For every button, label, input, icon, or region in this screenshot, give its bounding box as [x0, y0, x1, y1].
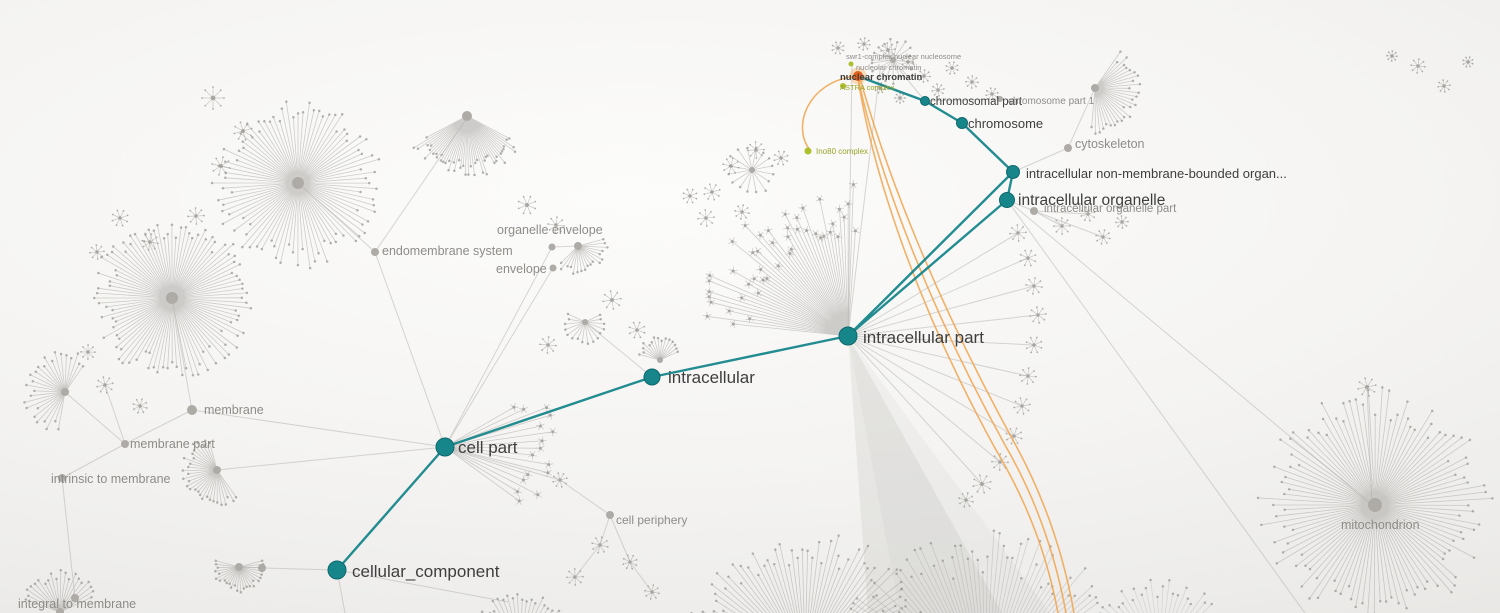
highlight-edge-orange — [857, 77, 1067, 613]
graph-label[interactable]: intracellular part — [863, 328, 984, 347]
highlight-edge-orange — [857, 77, 1059, 613]
highlight-edge-orange — [859, 77, 1075, 613]
fan-rays — [94, 224, 251, 376]
graph-node-minor[interactable] — [121, 440, 129, 448]
graph-node-minor[interactable] — [187, 405, 197, 415]
fan-leaf-dots — [1101, 578, 1213, 609]
fan-rays — [1091, 51, 1141, 134]
graph-node-minor[interactable] — [1064, 144, 1072, 152]
graph-label[interactable]: Ino80 complex — [816, 147, 868, 156]
graph-label[interactable]: intracellular non-membrane-bounded organ… — [1026, 166, 1287, 181]
graph-node-chromosomal-part[interactable] — [920, 96, 930, 106]
star-cluster-rays — [80, 38, 1473, 599]
graph-label[interactable]: cellular_component — [352, 562, 500, 581]
graph-edges-gray — [61, 61, 1373, 613]
graph-label[interactable]: chromosomal part — [930, 96, 1023, 108]
fan-rays — [639, 337, 678, 361]
graph-label[interactable]: nuclear nucleosome — [894, 52, 961, 61]
selected-node[interactable] — [853, 71, 863, 81]
graph-node-chromosome[interactable] — [956, 117, 968, 129]
graph-label[interactable]: intracellular organelle — [1018, 192, 1165, 209]
graph-label[interactable]: swr1-complex — [846, 52, 893, 61]
graph-label[interactable]: membrane — [204, 403, 264, 417]
graph-label[interactable]: organelle envelope — [497, 223, 603, 237]
graph-label[interactable]: cytoskeleton — [1075, 137, 1145, 151]
fan-leaf-dots — [24, 568, 95, 601]
fan-rays — [702, 179, 860, 337]
graph-node-intracellular[interactable] — [643, 368, 661, 386]
graph-label[interactable]: intracellular — [668, 368, 755, 387]
graph-node-minor[interactable] — [606, 511, 614, 519]
cluster-hub-node[interactable] — [890, 57, 896, 63]
fan-leaf-dots — [563, 312, 606, 345]
graph-node-non-membrane-bounded-organelle[interactable] — [1006, 165, 1020, 179]
graph-node-cell-part[interactable] — [435, 437, 455, 457]
cluster-hub-node[interactable] — [749, 167, 755, 173]
highlighted-path-edges — [335, 75, 1015, 572]
graph-label[interactable]: intracellular organelle part — [1044, 203, 1177, 215]
highlight-node-green[interactable] — [840, 83, 846, 89]
fan-rays — [212, 101, 380, 269]
graph-node-cellular-component[interactable] — [327, 560, 347, 580]
fan-rays — [691, 535, 921, 613]
fan-rays — [564, 313, 605, 344]
graph-label[interactable]: integral to membrane — [18, 597, 136, 611]
highlight-node-green[interactable] — [804, 147, 812, 155]
fan-rays — [728, 147, 774, 193]
graph-node-minor[interactable] — [548, 243, 556, 251]
graph-label[interactable]: envelope — [496, 262, 547, 276]
graph-label[interactable]: cell part — [458, 438, 518, 457]
gray-beam — [848, 336, 1050, 613]
fan-rays — [481, 594, 560, 613]
fan-rays — [560, 238, 608, 274]
highlight-edge-orange — [801, 75, 857, 151]
graph-node-intracellular-part[interactable] — [838, 326, 858, 346]
graph-node-minor[interactable] — [371, 248, 379, 256]
fan-leaf-dots — [412, 136, 517, 177]
graph-label[interactable]: nuclear chromatin — [840, 72, 923, 83]
cluster-hub-node[interactable] — [462, 111, 472, 121]
graph-label[interactable]: ASTRA complex — [840, 83, 895, 92]
graph-label[interactable]: membrane part — [130, 437, 215, 451]
cluster-hub-node[interactable] — [1368, 498, 1382, 512]
graph-node-minor[interactable] — [71, 594, 79, 602]
graph-label[interactable]: intrinsic to membrane — [51, 472, 171, 486]
fan-leaf-dots — [480, 593, 561, 613]
graph-label[interactable]: cell periphery — [616, 513, 687, 527]
fan-leaf-dots — [512, 405, 555, 503]
fan-rays — [444, 402, 558, 506]
graph-node-minor[interactable] — [258, 564, 266, 572]
graph-node-minor[interactable] — [997, 96, 1003, 102]
graph-label[interactable]: nucleolar chromatin — [856, 63, 921, 72]
graph-node-minor[interactable] — [58, 474, 66, 482]
graph-label[interactable]: chromosome part 1 — [1008, 96, 1095, 107]
graph-label[interactable]: mitochondrion — [1341, 518, 1420, 532]
fan-rays — [182, 440, 237, 505]
gray-beam — [848, 336, 1002, 613]
graph-node-minor[interactable] — [549, 264, 557, 272]
graph-node-minor[interactable] — [1030, 207, 1038, 215]
highlight-node-green[interactable] — [848, 61, 854, 67]
cluster-hub-node[interactable] — [56, 608, 64, 613]
fan-leaf-dots — [23, 350, 85, 431]
cluster-hub-node[interactable] — [657, 357, 663, 363]
fan-rays — [413, 115, 516, 176]
fan-leaf-dots — [181, 439, 238, 507]
graph-node-intracellular-organelle[interactable] — [999, 192, 1015, 208]
fan-rays — [24, 352, 84, 430]
graph-label[interactable]: endomembrane system — [382, 244, 513, 258]
graph-label[interactable]: chromosome — [968, 116, 1043, 131]
